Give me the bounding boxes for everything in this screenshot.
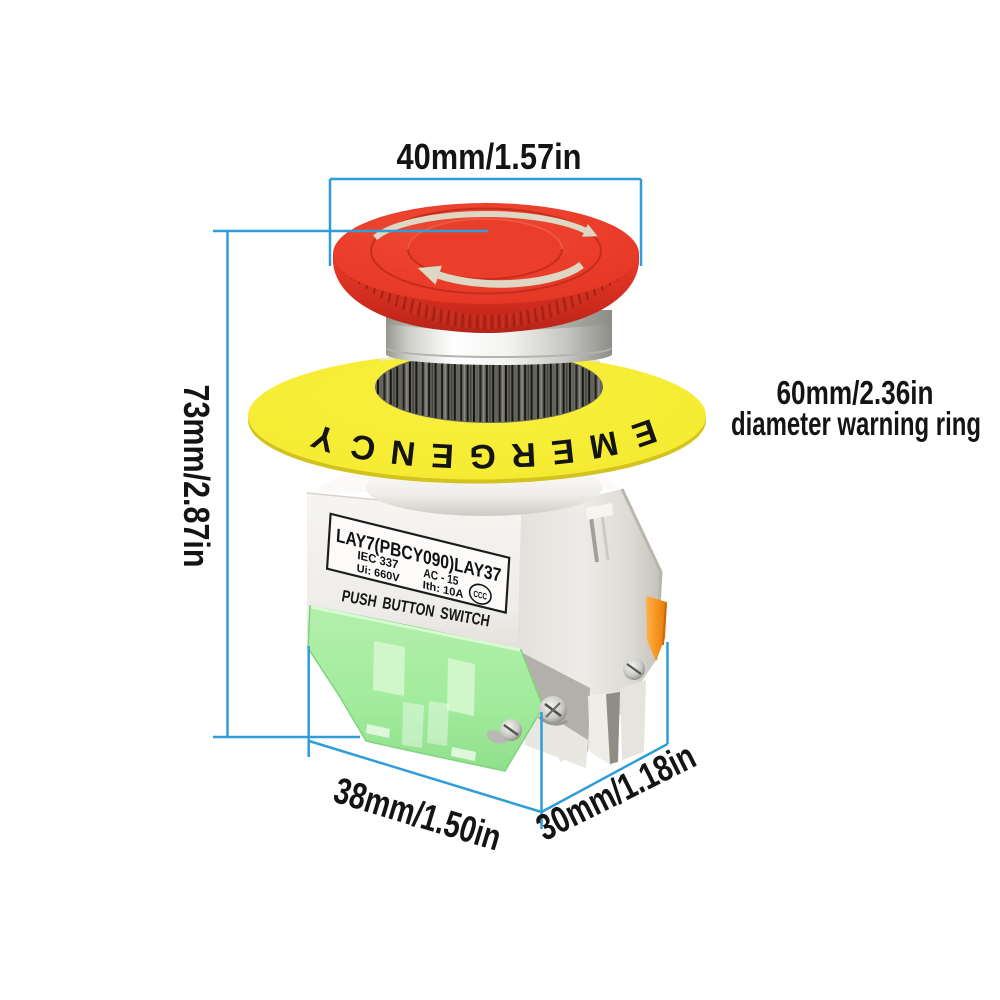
svg-text:CCC: CCC	[473, 589, 488, 602]
svg-text:diameter warning ring: diameter warning ring	[731, 405, 981, 442]
svg-text:73mm/2.87in: 73mm/2.87in	[176, 385, 217, 568]
svg-text:60mm/2.36in: 60mm/2.36in	[777, 374, 934, 411]
svg-text:40mm/1.57in: 40mm/1.57in	[397, 136, 582, 177]
